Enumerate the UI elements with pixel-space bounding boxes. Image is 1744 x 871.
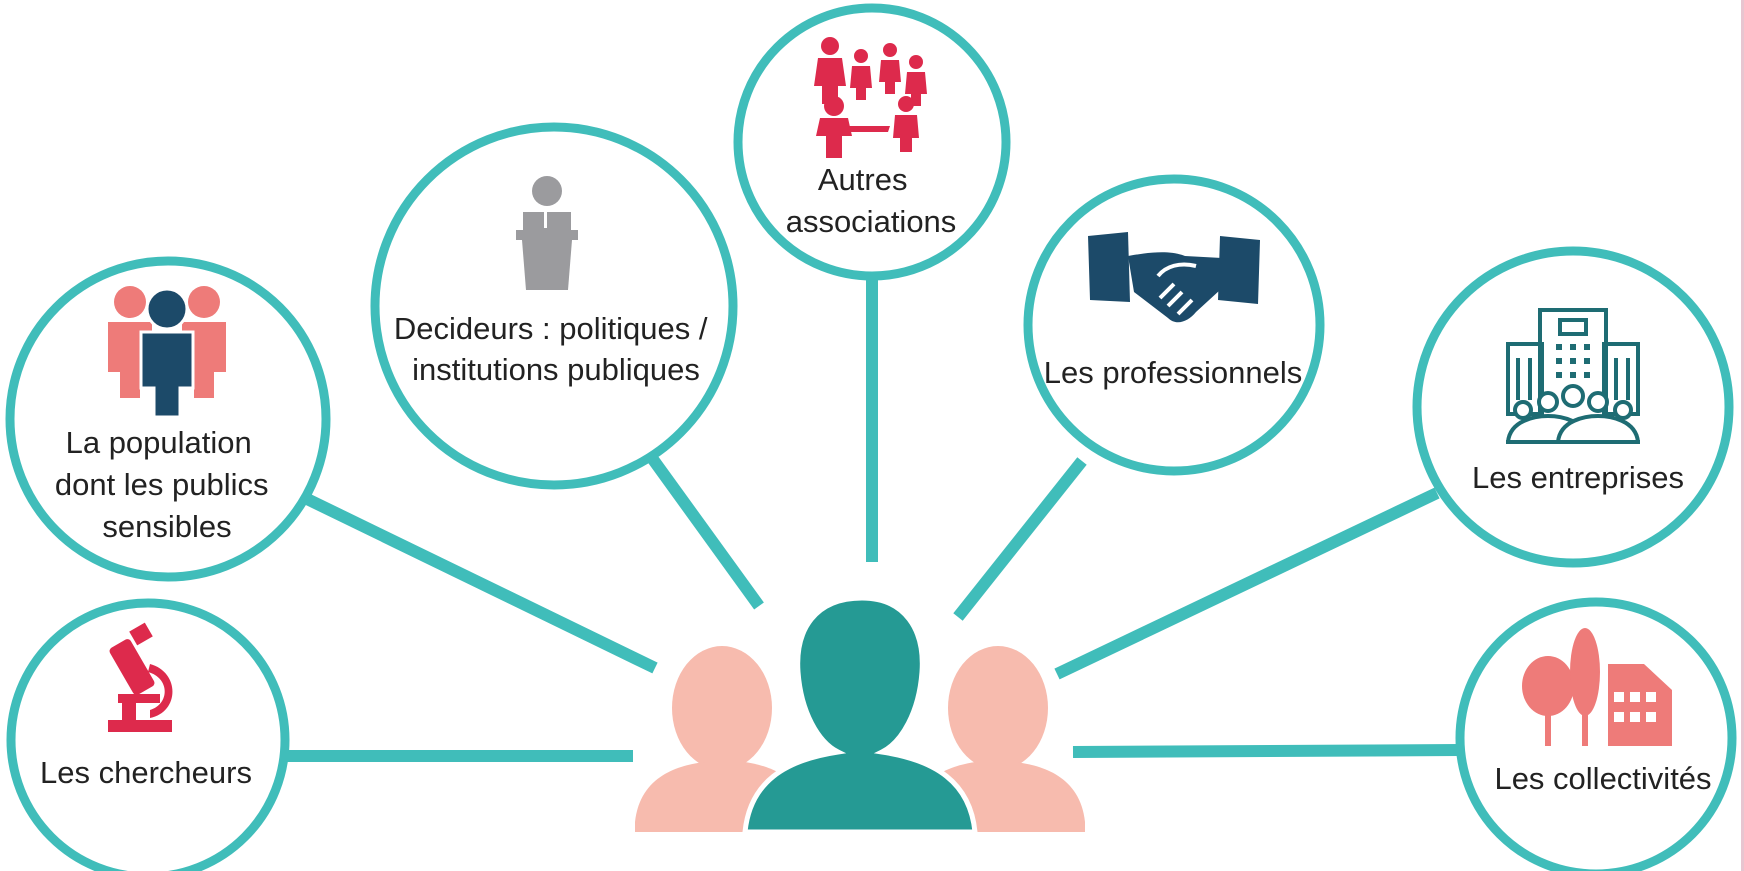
podium-speaker-icon <box>516 176 578 290</box>
label-decideurs: Decideurs : politiques / institutions pu… <box>394 311 716 387</box>
label-professionnels: Les professionnels <box>1044 355 1303 390</box>
edge-divider <box>1741 0 1744 871</box>
connector-collectivites <box>1072 744 1461 758</box>
group-people-icon <box>635 595 1085 835</box>
connector-decideurs <box>647 454 764 610</box>
circle-professionnels <box>1023 174 1325 476</box>
center-person-icon <box>742 595 978 835</box>
circle-decideurs <box>370 122 738 490</box>
label-entreprises: Les entreprises <box>1472 460 1684 495</box>
family-circle-icon <box>814 37 927 158</box>
circle-chercheurs <box>6 598 290 871</box>
label-collectivites: Les collectivités <box>1494 761 1711 796</box>
connector-entreprises <box>1054 487 1440 680</box>
population-icon <box>108 286 226 419</box>
connector-professionnels <box>953 457 1087 621</box>
town-trees-icon <box>1522 628 1672 746</box>
label-population: La population dont les publics sensibles <box>55 425 277 544</box>
circle-population <box>5 256 331 582</box>
company-building-icon <box>1506 308 1640 444</box>
connector-population <box>300 491 658 674</box>
microscope-icon <box>108 622 173 732</box>
connector-lines <box>278 276 1461 762</box>
circle-associations <box>733 3 1011 281</box>
handshake-icon <box>1088 232 1260 323</box>
label-chercheurs: Les chercheurs <box>40 755 252 790</box>
label-associations: Autres associations <box>786 162 957 239</box>
